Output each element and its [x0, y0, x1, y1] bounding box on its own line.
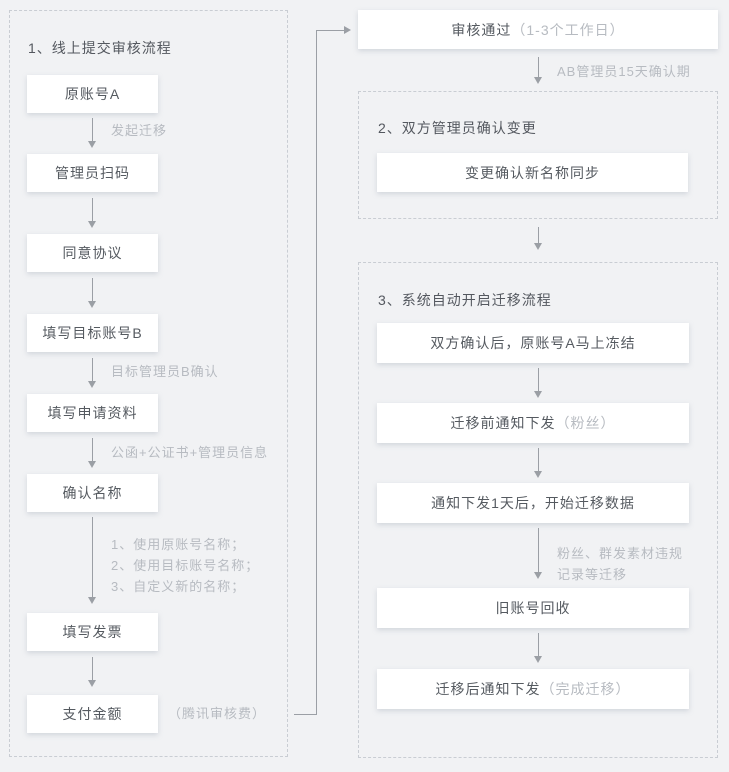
node-agree-protocol: 同意协议	[27, 234, 158, 272]
section1-title: 1、线上提交审核流程	[28, 40, 172, 56]
node-pre-migration-notice: 迁移前通知下发（粉丝）	[377, 403, 689, 443]
migrate-content-line2: 记录等迁移	[557, 567, 628, 582]
down-arrow-icon	[534, 227, 542, 250]
migrate-content-line1: 粉丝、群发素材违规	[557, 546, 684, 561]
edge-label-documents: 公函+公证书+管理员信息	[111, 445, 269, 460]
connector-line	[294, 714, 316, 715]
node-old-account-recycle: 旧账号回收	[377, 588, 689, 628]
node-account-frozen: 双方确认后，原账号A马上冻结	[377, 323, 689, 363]
node-label: 迁移前通知下发	[450, 415, 556, 431]
node-label: 填写目标账号B	[42, 325, 143, 341]
edge-label-name-options: 1、使用原账号名称； 2、使用目标账号名称； 3、自定义新的名称；	[111, 534, 259, 597]
node-label: 双方确认后，原账号A马上冻结	[430, 335, 636, 351]
node-original-account: 原账号A	[27, 75, 158, 113]
node-label: 审核通过	[451, 21, 512, 38]
node-label-note: （完成迁移）	[540, 681, 631, 697]
section1-dashed-container	[9, 10, 288, 757]
node-fill-target-account: 填写目标账号B	[27, 314, 158, 352]
down-arrow-icon	[88, 438, 96, 468]
name-option-2: 2、使用目标账号名称；	[111, 558, 260, 573]
node-confirm-name: 确认名称	[27, 474, 158, 512]
name-option-1: 1、使用原账号名称；	[111, 537, 246, 552]
node-label: 确认名称	[62, 485, 123, 501]
node-fill-invoice: 填写发票	[27, 613, 158, 651]
node-pay-amount: 支付金额	[27, 695, 158, 733]
down-arrow-icon	[88, 657, 96, 687]
connector-line	[317, 30, 344, 31]
node-review-passed: 审核通过（1-3个工作日）	[358, 10, 718, 49]
down-arrow-icon	[534, 528, 542, 579]
node-label: 填写发票	[62, 624, 123, 640]
node-admin-scan: 管理员扫码	[27, 154, 158, 192]
node-label: 迁移后通知下发	[435, 681, 541, 697]
down-arrow-icon	[534, 633, 542, 663]
section3-dashed-container	[358, 262, 718, 758]
node-label: 原账号A	[64, 86, 121, 102]
name-option-3: 3、自定义新的名称；	[111, 579, 246, 594]
edge-label-target-admin-confirm: 目标管理员B确认	[111, 364, 219, 379]
node-label: 通知下发1天后，开始迁移数据	[431, 495, 635, 511]
node-label-note: （1-3个工作日）	[511, 21, 625, 38]
node-label: 填写申请资料	[47, 405, 138, 421]
section3-title: 3、系统自动开启迁移流程	[378, 292, 552, 308]
right-arrow-icon	[344, 26, 355, 34]
node-label-note: （粉丝）	[555, 415, 616, 431]
down-arrow-icon	[88, 118, 96, 148]
node-label: 同意协议	[62, 245, 123, 261]
down-arrow-icon	[88, 358, 96, 388]
down-arrow-icon	[534, 368, 542, 398]
node-change-confirm-sync: 变更确认新名称同步	[377, 153, 688, 192]
node-post-migration-notice: 迁移后通知下发（完成迁移）	[377, 669, 689, 709]
section2-title: 2、双方管理员确认变更	[378, 120, 537, 136]
edge-label-migrate-content: 粉丝、群发素材违规 记录等迁移	[557, 543, 683, 585]
down-arrow-icon	[534, 448, 542, 478]
node-label: 变更确认新名称同步	[465, 164, 600, 181]
node-start-migration: 通知下发1天后，开始迁移数据	[377, 483, 689, 523]
node-label: 支付金额	[62, 706, 123, 722]
node-label: 旧账号回收	[495, 600, 571, 616]
edge-label-confirm-period: AB管理员15天确认期	[557, 64, 691, 79]
section2-dashed-container	[358, 91, 718, 219]
edge-label-fee-note: （腾讯审核费）	[168, 706, 267, 721]
node-label: 管理员扫码	[55, 165, 130, 181]
down-arrow-icon	[534, 57, 542, 84]
connector-line	[316, 30, 317, 715]
down-arrow-icon	[88, 517, 96, 604]
down-arrow-icon	[88, 198, 96, 228]
down-arrow-icon	[88, 278, 96, 308]
edge-label-initiate: 发起迁移	[111, 123, 168, 138]
node-fill-application: 填写申请资料	[27, 394, 158, 432]
